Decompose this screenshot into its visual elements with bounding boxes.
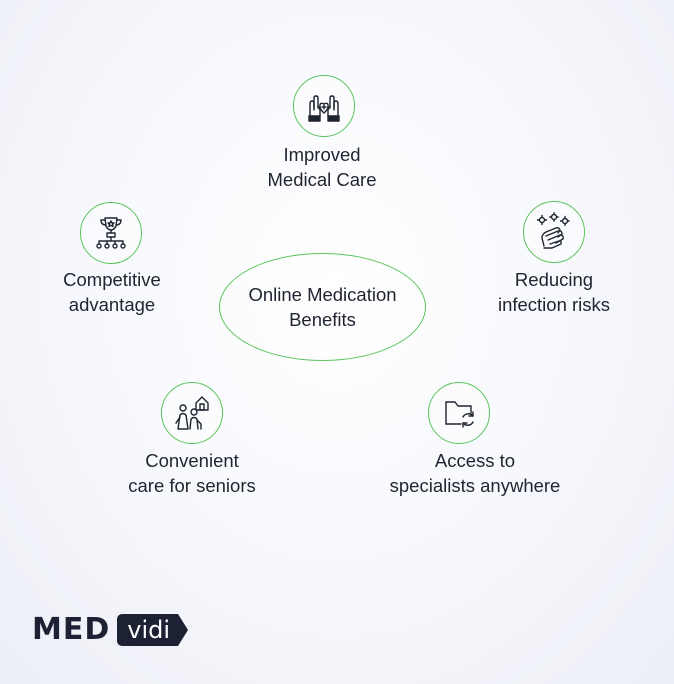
label-line2: infection risks: [497, 294, 611, 315]
label-line2: Medical Care: [267, 169, 377, 190]
hands-heart-icon: [293, 75, 355, 137]
label-line1: Convenient: [145, 450, 239, 471]
label-line1: Improved: [283, 144, 361, 165]
center-title: Online Medication Benefits: [233, 282, 413, 332]
label-convenient-care: Convenient care for seniors: [128, 448, 256, 498]
label-improved-medical-care: Improved Medical Care: [268, 142, 377, 192]
logo-med-text: MED: [32, 612, 111, 647]
label-line2: specialists anywhere: [389, 475, 561, 496]
seniors-home-icon: [161, 382, 223, 444]
label-reducing-infection-risks: Reducing infection risks: [498, 267, 610, 317]
logo-vidi-tag: vidi: [117, 614, 188, 646]
hand-sanitize-icon: [523, 201, 585, 263]
medvidi-logo: MED vidi: [32, 612, 188, 647]
label-line2: care for seniors: [128, 475, 256, 496]
center-ellipse: Online Medication Benefits: [219, 253, 426, 361]
trophy-network-icon: [80, 202, 142, 264]
folder-sync-icon: [428, 382, 490, 444]
label-line2: advantage: [68, 294, 156, 315]
label-access-to-specialists: Access to specialists anywhere: [390, 448, 561, 498]
label-line1: Access to: [434, 450, 516, 471]
center-title-line1: Online Medication: [248, 284, 397, 305]
label-competitive-advantage: Competitive advantage: [63, 267, 161, 317]
label-line1: Competitive: [63, 269, 161, 290]
label-line1: Reducing: [514, 269, 594, 290]
center-title-line2: Benefits: [289, 309, 356, 330]
